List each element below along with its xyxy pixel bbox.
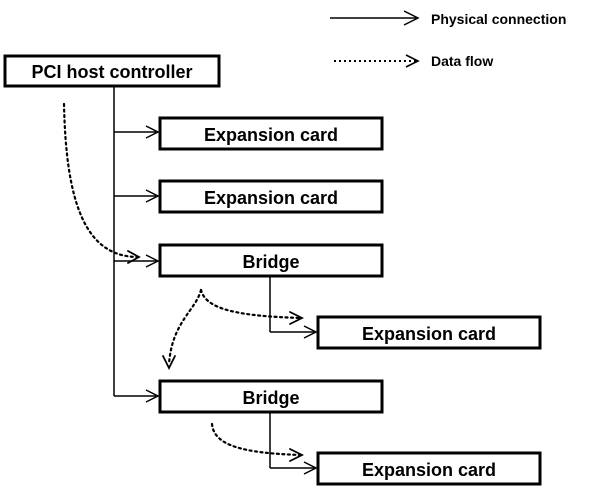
expansion-card-1-box <box>158 116 384 151</box>
dataflow-bridge2-to-card4 <box>210 422 302 457</box>
legend: Physical connection Data flow <box>330 10 566 69</box>
host-controller-label: PCI host controller <box>31 62 192 82</box>
expansion-card-3-box <box>316 315 542 350</box>
expansion-card-1-label: Expansion card <box>204 125 338 145</box>
bridge-1-label: Bridge <box>242 252 299 272</box>
expansion-card-2-box <box>158 179 384 214</box>
data-flow-paths <box>62 102 305 462</box>
dataflow-host-to-bridge1 <box>62 102 140 259</box>
node-bridge-2: Bridge <box>158 379 384 414</box>
legend-physical-arrow <box>330 10 420 26</box>
node-expansion-card-4: Expansion card <box>316 451 542 486</box>
expansion-card-2-label: Expansion card <box>204 188 338 208</box>
legend-dataflow-label: Data flow <box>431 53 493 69</box>
bridge-1-box <box>158 243 384 278</box>
dataflow-bridge1-to-bridge2 <box>167 288 203 366</box>
node-expansion-card-1: Expansion card <box>158 116 384 151</box>
node-host-controller: PCI host controller <box>3 54 221 88</box>
legend-physical-label: Physical connection <box>431 11 566 27</box>
bridge-2-label: Bridge <box>242 388 299 408</box>
legend-dataflow-arrow <box>334 54 420 68</box>
host-controller-box <box>3 54 221 88</box>
bridge-2-box <box>158 379 384 414</box>
expansion-card-4-label: Expansion card <box>362 460 496 480</box>
node-expansion-card-2: Expansion card <box>158 179 384 214</box>
node-bridge-1: Bridge <box>158 243 384 278</box>
expansion-card-3-label: Expansion card <box>362 324 496 344</box>
node-expansion-card-3: Expansion card <box>316 315 542 350</box>
expansion-card-4-box <box>316 451 542 486</box>
dataflow-bridge1-to-card3 <box>199 288 302 320</box>
physical-connections <box>113 84 318 475</box>
